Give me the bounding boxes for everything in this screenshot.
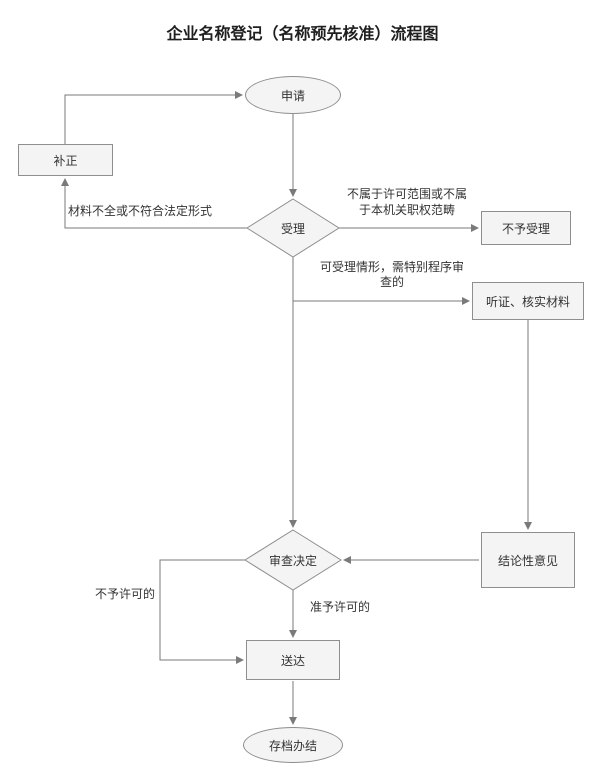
node-hearing: 听证、核实材料 xyxy=(472,282,584,320)
edge-label-out-of-scope: 不属于许可范围或不属于本机关职权范畴 xyxy=(346,187,467,217)
accept-diamond-shape xyxy=(246,198,340,258)
node-apply: 申请 xyxy=(245,76,341,114)
edge-label-not-permitted: 不予许可的 xyxy=(95,587,156,601)
node-accept: 受理 xyxy=(280,221,305,236)
edge-label-incomplete-materials: 材料不全或不符合法定形式 xyxy=(68,204,213,218)
node-reject: 不予受理 xyxy=(481,211,571,245)
node-delivery: 送达 xyxy=(246,640,340,680)
node-review: 审查决定 xyxy=(268,553,317,568)
node-archive: 存档办结 xyxy=(243,727,343,763)
flowchart-title: 企业名称登记（名称预先核准）流程图 xyxy=(166,24,439,43)
edge-correction-apply xyxy=(64,91,243,144)
node-conclusion: 结论性意见 xyxy=(481,532,575,588)
edge-label-permitted: 准予许可的 xyxy=(310,600,371,614)
edge-accept-correction xyxy=(61,178,247,229)
edge-review-delivery-denied xyxy=(159,559,245,664)
node-correction: 补正 xyxy=(18,144,113,176)
review-diamond-shape xyxy=(244,529,342,591)
edge-label-special-procedure: 可受理情形，需特别程序审查的 xyxy=(319,260,464,289)
